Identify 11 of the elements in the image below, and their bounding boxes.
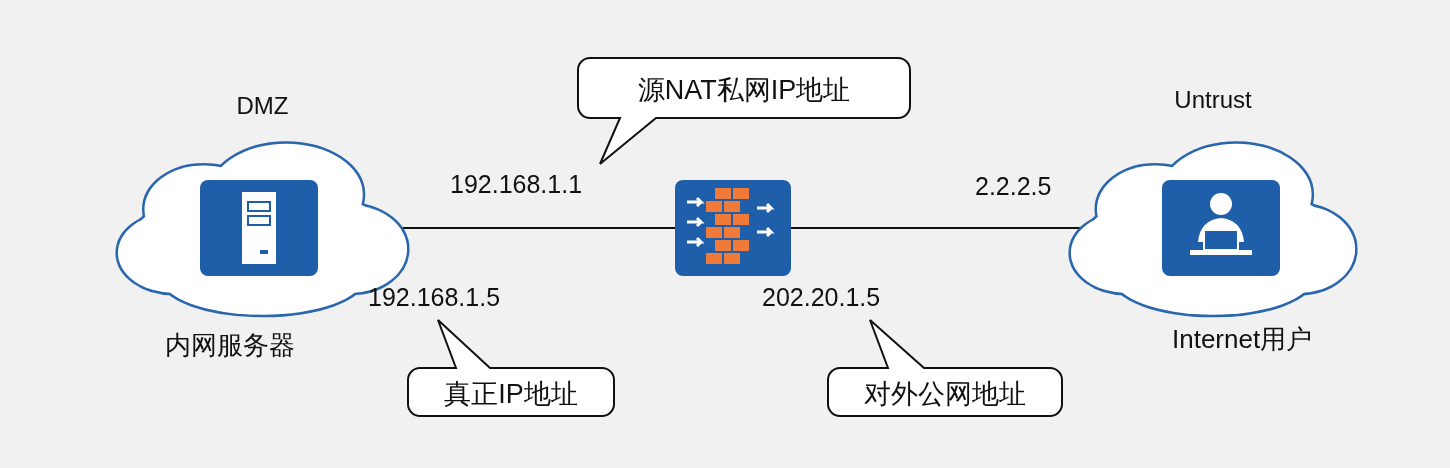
ip-address: 202.20.1.5	[762, 283, 881, 312]
caption-text: Internet用户	[1172, 323, 1313, 356]
callout-text: 真正IP地址	[443, 378, 579, 411]
caption-text: 内网服务器	[165, 329, 295, 362]
ip-address: 2.2.2.5	[975, 172, 1052, 201]
callout-text: 源NAT私网IP地址	[636, 74, 852, 107]
ip-address: 192.168.1.1	[450, 170, 583, 199]
ip-address: 192.168.1.5	[368, 283, 501, 312]
zone-label: Untrust	[1173, 86, 1253, 114]
callout-text: 对外公网地址	[863, 378, 1027, 411]
zone-label: DMZ	[235, 92, 290, 120]
